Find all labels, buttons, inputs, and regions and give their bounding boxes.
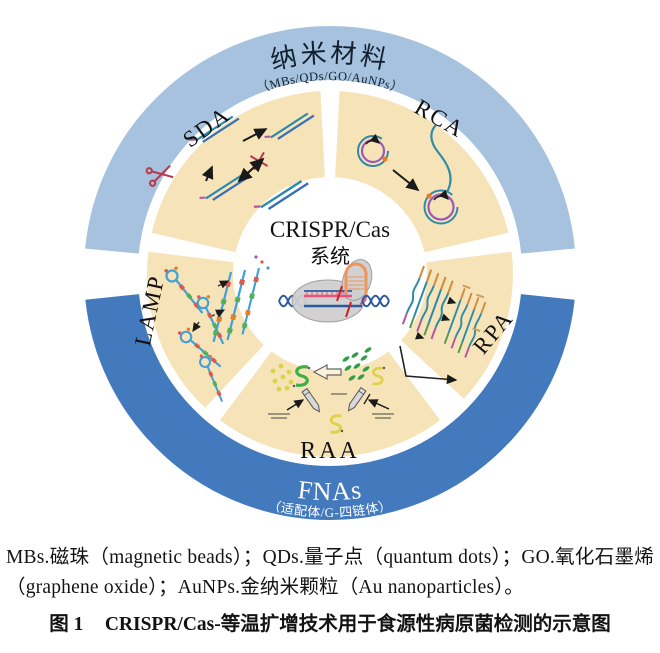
wedge-label-raa: RAA	[300, 438, 360, 464]
arrow-icon	[367, 399, 390, 410]
figure-number-label: 图 1	[49, 614, 84, 636]
speck-dot	[266, 266, 270, 270]
polymerase-dot	[382, 156, 388, 162]
arrow-icon	[446, 296, 457, 305]
rna-hairpin	[344, 262, 368, 296]
wedge-illustration-lamp	[162, 255, 270, 403]
hollow-arrow-icon	[312, 363, 342, 381]
dna-helix-right	[361, 294, 390, 308]
wedge-illustration-rpa	[399, 264, 488, 385]
ring-bottom-arc-fnas	[85, 293, 575, 520]
arrow-icon	[392, 169, 420, 192]
wedge-rpa	[400, 251, 513, 399]
hairpin-rungs	[348, 276, 364, 290]
dashed-arrow-icon	[211, 309, 226, 318]
cycle-arrow-path	[399, 345, 458, 385]
figure-caption: MBs.磁珠（magnetic beads）；QDs.量子点（quantum d…	[0, 530, 660, 636]
center-subtitle: 系统	[310, 245, 350, 268]
arrow-icon	[414, 331, 425, 340]
arrow-icon	[440, 313, 451, 322]
ring-bottom-label: FNAs	[296, 475, 363, 506]
wedge-raa	[219, 351, 441, 457]
center-title: CRISPR/Cas	[270, 217, 390, 242]
figure-title-text: CRISPR/Cas-等温扩增技术用于食源性病原菌检测的示意图	[104, 614, 611, 636]
rotation-arrow-icon	[365, 133, 380, 145]
fluorophore-dots	[270, 363, 294, 392]
dashed-arrow-icon	[217, 280, 230, 289]
rotation-arrow-icon	[433, 189, 449, 201]
speck-dot	[260, 260, 264, 264]
crispr-cas-illustration	[278, 259, 390, 323]
wedge-illustration-raa	[268, 347, 394, 434]
blocker-tick	[363, 393, 371, 405]
speck-dot	[292, 384, 296, 388]
basepair-rungs	[306, 292, 348, 296]
figure-diagram: 纳米材料 （MBs/QDs/GO/AuNPs） FNAs （适配体/G-四链体）…	[85, 26, 575, 520]
wedge-lamp	[147, 251, 264, 408]
arrow-icon	[242, 128, 268, 142]
wedge-rca	[335, 91, 509, 253]
arrow-icon	[286, 399, 305, 411]
amplicon-dashes	[342, 347, 372, 381]
amplified-strand-tail	[430, 124, 452, 193]
cut-site-mark	[336, 285, 343, 302]
dna-helix-right	[361, 294, 390, 308]
ring-top-arc-nanomaterials	[85, 26, 575, 254]
speck-dot	[340, 429, 344, 433]
hairpin-tip	[359, 295, 367, 305]
speck-dot	[307, 366, 311, 370]
arrow-icon	[201, 165, 214, 182]
figure-title-line: 图 1 CRISPR/Cas-等温扩增技术用于食源性病原菌检测的示意图	[6, 607, 654, 636]
cut-site-mark	[345, 301, 352, 318]
wedge-illustration-rca	[357, 124, 459, 225]
polymerase-dot	[426, 193, 432, 199]
wedge-illustration-sda	[145, 106, 315, 217]
double-arrow-icon	[237, 157, 265, 183]
micro-caption-marks	[268, 393, 394, 419]
speck-dot	[382, 366, 386, 370]
abbreviation-note: MBs.磁珠（magnetic beads）；QDs.量子点（quantum d…	[6, 547, 654, 598]
dashed-arrow-icon	[192, 321, 201, 333]
speck-dot	[254, 255, 258, 259]
primer-t-bar	[462, 284, 485, 333]
